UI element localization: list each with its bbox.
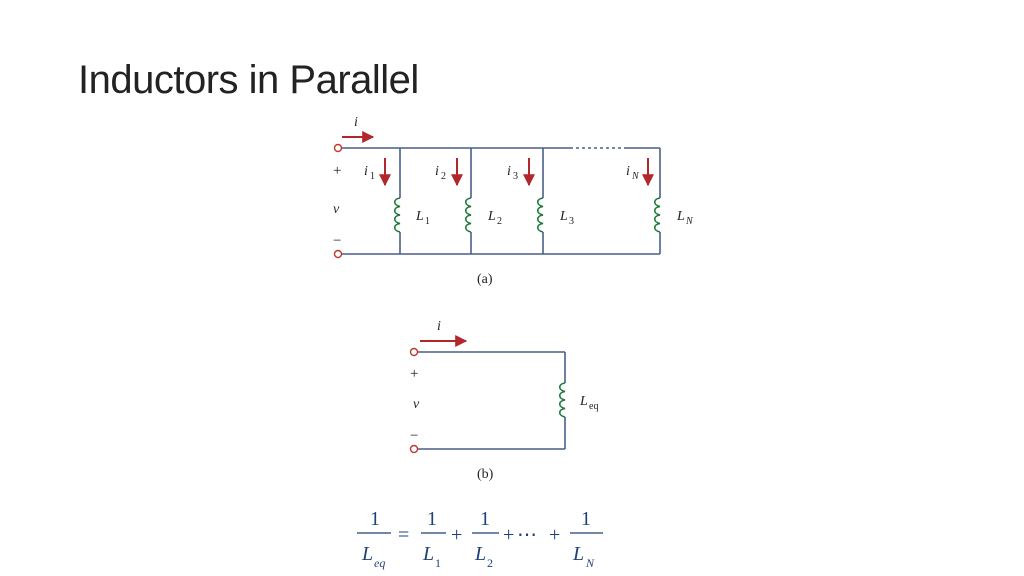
circuit-b-wires: [418, 351, 566, 450]
voltage-label-b: v: [413, 397, 420, 412]
equation-term1-denominator-sub: 1: [435, 556, 441, 570]
circuit-a-wires: [342, 147, 661, 255]
inductor-label-3: L: [559, 209, 568, 224]
branch-current-label-2: i: [435, 164, 439, 179]
source-current-label-a: i: [354, 115, 358, 130]
circuit-a: i + v − i 1 i 2 i 3 i N L 1 L 2 L 3 L N …: [333, 115, 694, 287]
inductor-sub-3: 3: [569, 216, 574, 227]
equation-termn-denominator: L: [572, 543, 584, 565]
inductor-sub-eq: eq: [589, 401, 598, 412]
branch-current-label-1: i: [364, 164, 368, 179]
equation-term2-denominator-sub: 2: [487, 556, 493, 570]
equation-term2-numerator: 1: [480, 508, 490, 530]
equation-lhs-denominator: L: [361, 543, 373, 565]
inductor-l3: [536, 197, 544, 233]
branch-current-label-n: i: [626, 164, 630, 179]
equation-term1-denominator: L: [422, 543, 434, 565]
inductor-label-1: L: [415, 209, 424, 224]
inductor-l2: [464, 197, 472, 233]
caption-b: (b): [477, 467, 494, 482]
branch-current-sub-3: 3: [513, 171, 518, 182]
inductor-sub-2: 2: [497, 216, 502, 227]
inductor-label-2: L: [487, 209, 496, 224]
terminal-top-b: [409, 347, 419, 357]
equation-termn-numerator: 1: [581, 508, 591, 530]
inductor-label-n: L: [676, 209, 685, 224]
branch-current-sub-2: 2: [441, 171, 446, 182]
inductor-l1: [393, 197, 401, 233]
branch-current-sub-1: 1: [370, 171, 375, 182]
equation-ellipsis: ⋯: [517, 524, 537, 546]
terminal-top-a: [333, 143, 343, 153]
branch-current-label-3: i: [507, 164, 511, 179]
equation-term2-denominator: L: [474, 543, 486, 565]
inductor-sub-1: 1: [425, 216, 430, 227]
plus-sign-b: +: [410, 366, 418, 382]
terminal-bottom-a: [333, 249, 343, 259]
source-current-label-b: i: [437, 319, 441, 334]
voltage-label-a: v: [333, 202, 340, 217]
inductor-leq: [558, 382, 566, 418]
caption-a: (a): [477, 272, 493, 287]
equation-lhs-numerator: 1: [370, 508, 380, 530]
plus-sign-a: +: [333, 163, 341, 179]
inductor-ln: [653, 197, 661, 233]
equation-term1-numerator: 1: [427, 508, 437, 530]
equation-termn-denominator-sub: N: [585, 556, 595, 570]
inductor-sub-n: N: [685, 216, 694, 227]
circuit-b: i + v − L eq (b): [409, 319, 598, 482]
slide-title: Inductors in Parallel: [78, 58, 419, 102]
branch-current-sub-n: N: [631, 171, 640, 182]
minus-sign-a: −: [333, 233, 341, 249]
equation-equals: =: [398, 524, 409, 546]
equation-plus-3: +: [549, 524, 560, 546]
inductor-label-eq: L: [579, 394, 588, 409]
equation-lhs-denominator-sub: eq: [374, 556, 385, 570]
equation-plus-2: +: [503, 524, 514, 546]
equation: 1 L eq = 1 L 1 + 1 L 2 + ⋯ + 1 L N: [357, 508, 603, 570]
minus-sign-b: −: [410, 428, 418, 444]
terminal-bottom-b: [409, 444, 419, 454]
equation-plus-1: +: [451, 524, 462, 546]
